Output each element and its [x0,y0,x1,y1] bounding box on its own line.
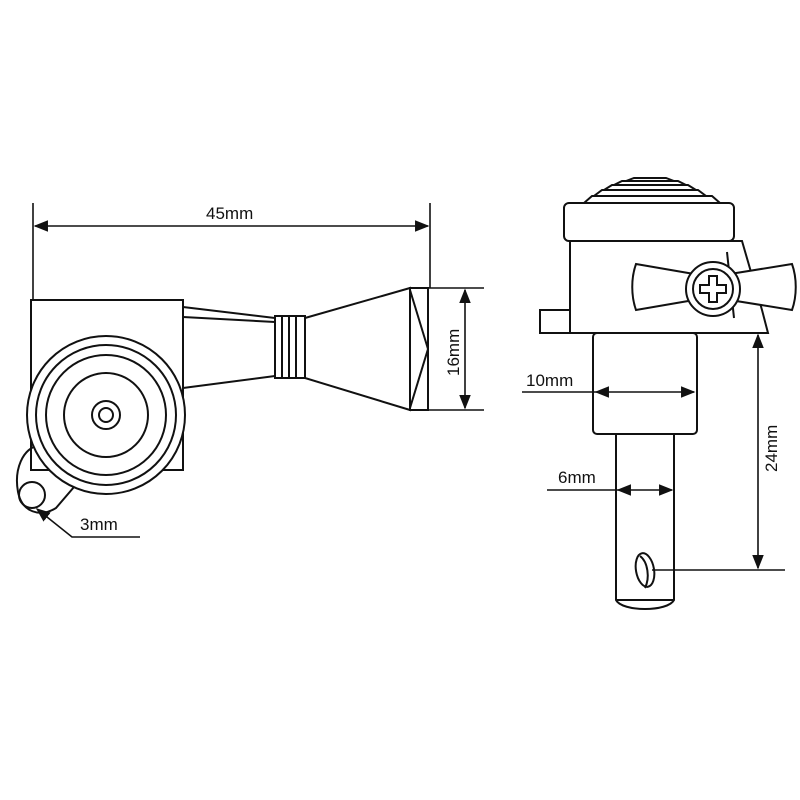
tuner-wing-right [729,262,797,312]
post-hole [634,552,656,588]
button-tip [409,287,429,411]
mount-hole [18,481,46,509]
stepped-cap [563,177,735,242]
dim-24-label: 24mm [762,425,781,472]
screw-icon [685,261,741,317]
dim-3-label: 3mm [80,515,118,534]
tuner-wing [631,262,695,312]
string-post [615,434,675,610]
dim-6-label: 6mm [558,468,596,487]
tuner-button [304,286,411,412]
dimension-lines-side [32,203,484,538]
dim-45-label: 45mm [206,204,253,223]
gear-rings [26,335,186,495]
dim-10-label: 10mm [526,371,573,390]
shaft-collar [274,315,306,379]
dimension-lines-front [522,333,785,571]
tuner-side-view [16,286,429,514]
bushing [592,332,698,435]
dim-3-leader [35,508,140,538]
dim-16-label: 16mm [444,329,463,376]
tuner-front-view [539,177,797,610]
